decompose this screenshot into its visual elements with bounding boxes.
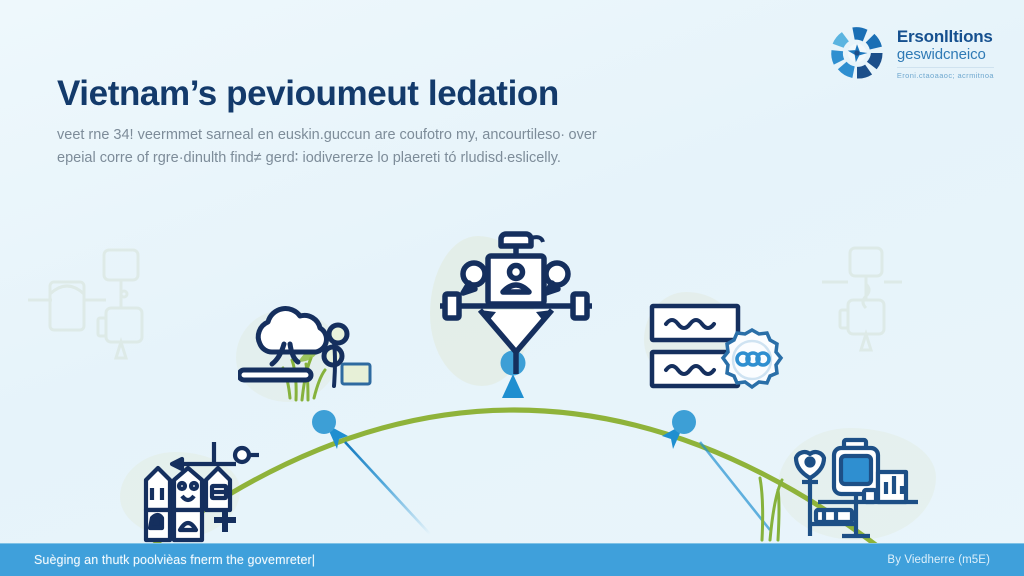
arrow-to-center-node (502, 374, 524, 548)
logo-line-2: geswidcneico (896, 45, 986, 63)
balance-funnel-icon[interactable] (432, 218, 600, 378)
node-right[interactable] (672, 410, 696, 434)
footer-right-text: By Viedherre (m5E) (887, 554, 990, 566)
health-equipment-icon[interactable] (756, 432, 936, 542)
tree-foliage-icon[interactable] (238, 296, 374, 404)
tree-side-card (340, 362, 372, 386)
eco-seal-badge (720, 327, 784, 390)
city-buildings-icon[interactable] (136, 442, 296, 546)
brand-logo[interactable]: Ersonlltions geswidcneico Eroni.ctaoaaoc… (828, 24, 994, 82)
logo-text-block: Ersonlltions geswidcneico Eroni.ctaoaaoc… (896, 25, 994, 81)
logo-tagline: Eroni.ctaoaaoc; acrmitnoa (896, 66, 994, 81)
logo-line-1: Ersonlltions (896, 26, 993, 46)
node-left[interactable] (312, 410, 336, 434)
page-subtitle: veet rne 34! veermmet sarneal en euskin.… (57, 127, 597, 167)
footer-bar: Suèging an thutk poolvièas fnerm the gov… (0, 543, 1024, 576)
node-center[interactable] (500, 350, 526, 376)
segmented-circle-logo-icon (831, 27, 883, 79)
page-title: Vietnam’s pevioumeut ledation (57, 74, 559, 113)
documents-seal-icon[interactable] (648, 302, 788, 394)
footer-left-text: Suèging an thutk poolvièas fnerm the gov… (34, 553, 316, 567)
